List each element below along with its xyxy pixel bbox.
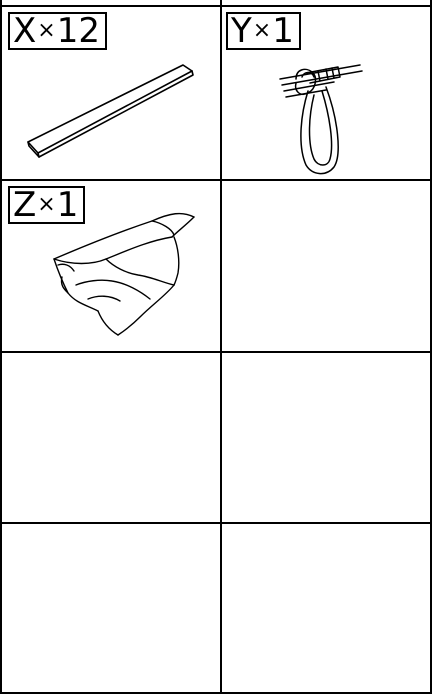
elastic-loop-cord-icon bbox=[222, 7, 431, 180]
part-cell-z: Z×1 bbox=[2, 181, 221, 352]
part-cell-y: Y×1 bbox=[222, 7, 431, 180]
fabric-cloth-icon bbox=[2, 181, 221, 352]
part-cell-x: X×12 bbox=[2, 7, 221, 180]
flat-strip-icon bbox=[2, 7, 221, 180]
